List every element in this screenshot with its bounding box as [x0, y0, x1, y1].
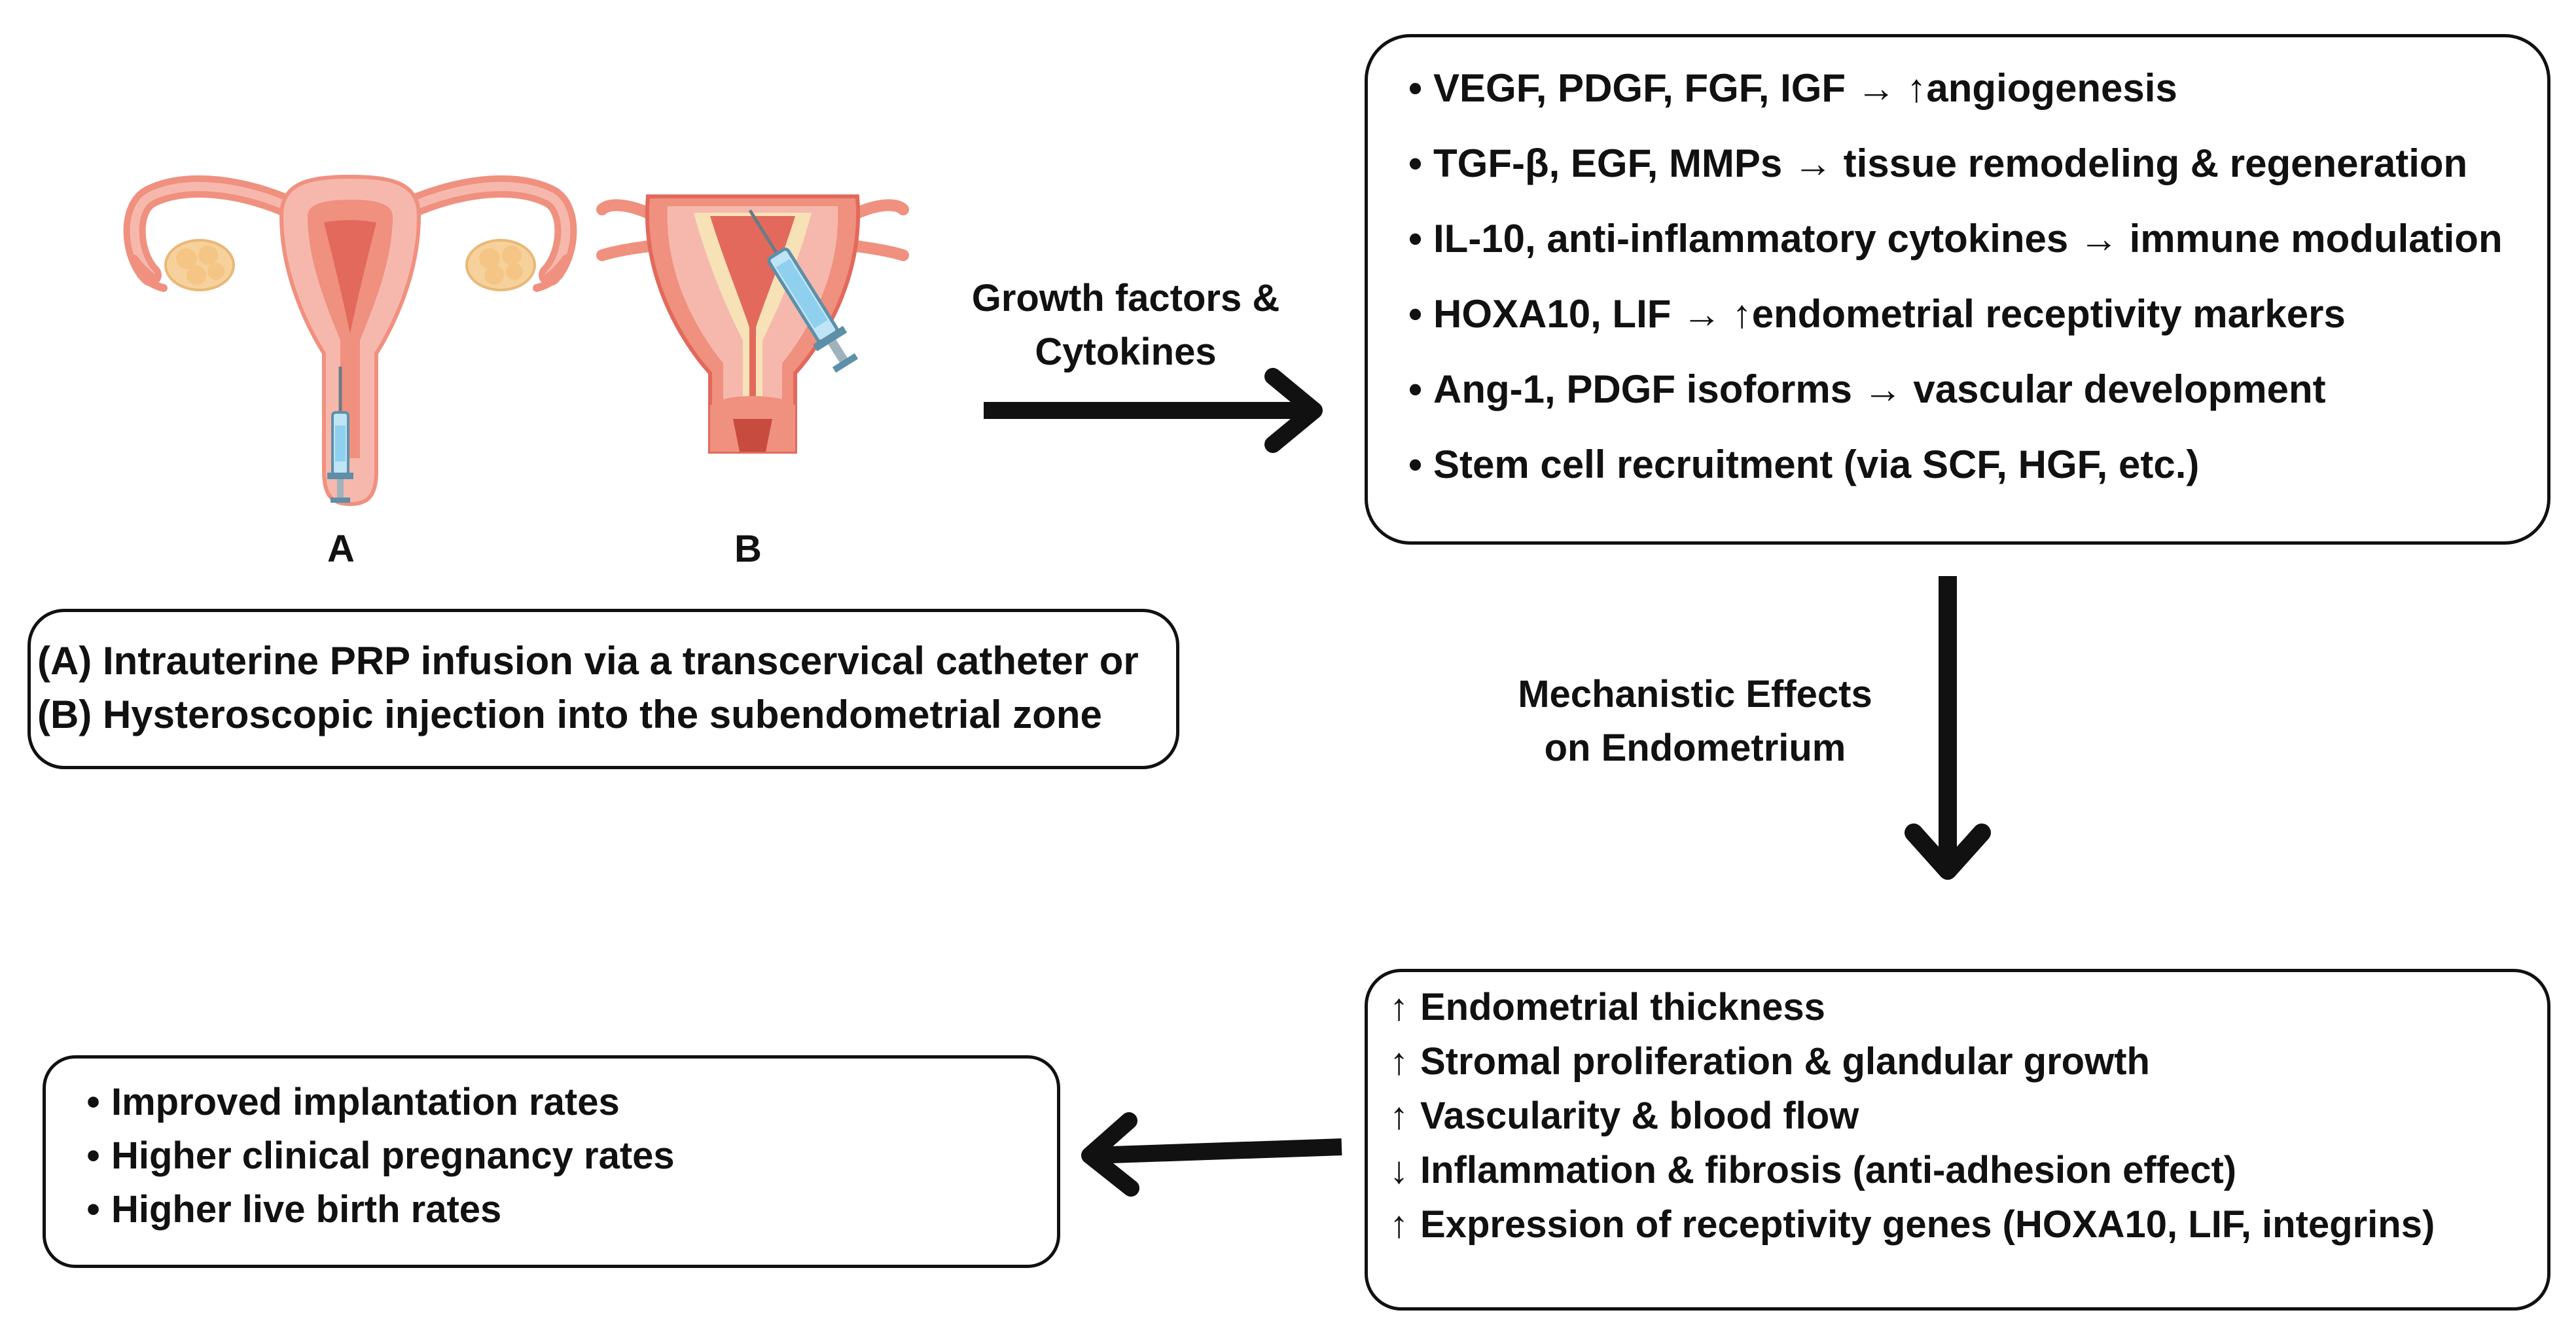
factor-text: Stem cell recruitment (via SCF, HGF, etc…	[1433, 443, 2200, 486]
effect-item: ↑ Endometrial thickness	[1378, 980, 2435, 1034]
factor-text: Ang-1, PDGF isoforms → vascular developm…	[1433, 367, 2326, 411]
outcome-text: Higher live birth rates	[111, 1187, 502, 1231]
effect-item: ↑ Stromal proliferation & glandular grow…	[1378, 1034, 2435, 1089]
down-arrow-icon: ↓	[1389, 1149, 1408, 1191]
bullet-icon: •	[1408, 217, 1422, 261]
outcome-item: • Improved implantation rates	[75, 1075, 675, 1129]
factor-item: • Ang-1, PDGF isoforms → vascular develo…	[1397, 352, 2503, 427]
factor-text: VEGF, PDGF, FGF, IGF → ↑angiogenesis	[1433, 66, 2177, 110]
bullet-icon: •	[86, 1080, 100, 1123]
growth-factors-line1: Growth factors &	[971, 277, 1280, 319]
factor-item: • HOXA10, LIF → ↑endometrial receptivity…	[1397, 276, 2503, 352]
ovary-left	[164, 239, 235, 291]
uterus-illustration-a	[123, 174, 577, 507]
factor-text: HOXA10, LIF → ↑endometrial receptivity m…	[1433, 292, 2346, 336]
bullet-icon: •	[86, 1134, 100, 1177]
label-a: A	[327, 528, 355, 570]
clinical-outcomes-box: • Improved implantation rates • Higher c…	[43, 1055, 1060, 1268]
up-arrow-icon: ↑	[1389, 1040, 1408, 1083]
bullet-icon: •	[1408, 66, 1422, 110]
growth-factors-list: • VEGF, PDGF, FGF, IGF → ↑angiogenesis •…	[1397, 50, 2503, 502]
up-arrow-icon: ↑	[1389, 986, 1408, 1028]
outcome-item: • Higher clinical pregnancy rates	[75, 1129, 675, 1182]
effect-item: ↓ Inflammation & fibrosis (anti-adhesion…	[1378, 1143, 2435, 1197]
delivery-line-a: (A) Intrauterine PRP infusion via a tran…	[37, 639, 1139, 683]
factor-item: • IL-10, anti-inflammatory cytokines → i…	[1397, 201, 2503, 276]
factor-text: IL-10, anti-inflammatory cytokines → imm…	[1433, 217, 2503, 261]
endometrial-effects-box: ↑ Endometrial thickness ↑ Stromal prolif…	[1365, 969, 2550, 1311]
arrow-right-growth-factors	[984, 368, 1323, 453]
bullet-icon: •	[1408, 141, 1422, 185]
up-arrow-icon: ↑	[1389, 1203, 1408, 1246]
bullet-icon: •	[1408, 443, 1422, 486]
outcome-text: Improved implantation rates	[111, 1080, 620, 1123]
label-b: B	[734, 528, 762, 570]
outcome-item: • Higher live birth rates	[75, 1182, 675, 1236]
factor-item: • Stem cell recruitment (via SCF, HGF, e…	[1397, 427, 2503, 502]
delivery-methods-box: (A) Intrauterine PRP infusion via a tran…	[27, 609, 1179, 769]
effect-text: Stromal proliferation & glandular growth	[1420, 1040, 2150, 1083]
up-arrow-icon: ↑	[1389, 1095, 1408, 1137]
syringe-a	[327, 367, 353, 503]
uterus-illustration-b	[596, 194, 909, 454]
bullet-icon: •	[1408, 292, 1422, 336]
outcome-text: Higher clinical pregnancy rates	[111, 1134, 675, 1177]
effect-text: Vascularity & blood flow	[1420, 1095, 1859, 1137]
factor-item: • VEGF, PDGF, FGF, IGF → ↑angiogenesis	[1397, 50, 2503, 126]
arrow-left-outcomes	[1081, 1112, 1342, 1197]
bullet-icon: •	[86, 1187, 100, 1231]
delivery-line-b: (B) Hysteroscopic injection into the sub…	[37, 693, 1102, 736]
factor-item: • TGF-β, EGF, MMPs → tissue remodeling &…	[1397, 126, 2503, 201]
effects-list: ↑ Endometrial thickness ↑ Stromal prolif…	[1378, 980, 2435, 1252]
factor-text: TGF-β, EGF, MMPs → tissue remodeling & r…	[1433, 141, 2468, 185]
growth-factors-box: • VEGF, PDGF, FGF, IGF → ↑angiogenesis •…	[1365, 34, 2550, 545]
bullet-icon: •	[1408, 367, 1422, 411]
effect-item: ↑ Expression of receptivity genes (HOXA1…	[1378, 1197, 2435, 1252]
effect-text: Endometrial thickness	[1420, 986, 1825, 1028]
ovary-right	[465, 239, 536, 291]
growth-factors-line2: Cytokines	[1035, 331, 1217, 373]
effect-text: Expression of receptivity genes (HOXA10,…	[1420, 1203, 2435, 1246]
syringe-b	[748, 209, 859, 373]
growth-factors-label: Growth factors & Cytokines	[942, 272, 1309, 379]
mechanistic-line1: Mechanistic Effects	[1518, 673, 1872, 715]
arrow-down-mechanistic	[1905, 576, 1991, 880]
effect-text: Inflammation & fibrosis (anti-adhesion e…	[1420, 1149, 2237, 1191]
mechanistic-line2: on Endometrium	[1544, 727, 1846, 769]
mechanistic-effects-label: Mechanistic Effects on Endometrium	[1466, 668, 1924, 775]
outcomes-list: • Improved implantation rates • Higher c…	[75, 1075, 675, 1236]
effect-item: ↑ Vascularity & blood flow	[1378, 1089, 2435, 1143]
